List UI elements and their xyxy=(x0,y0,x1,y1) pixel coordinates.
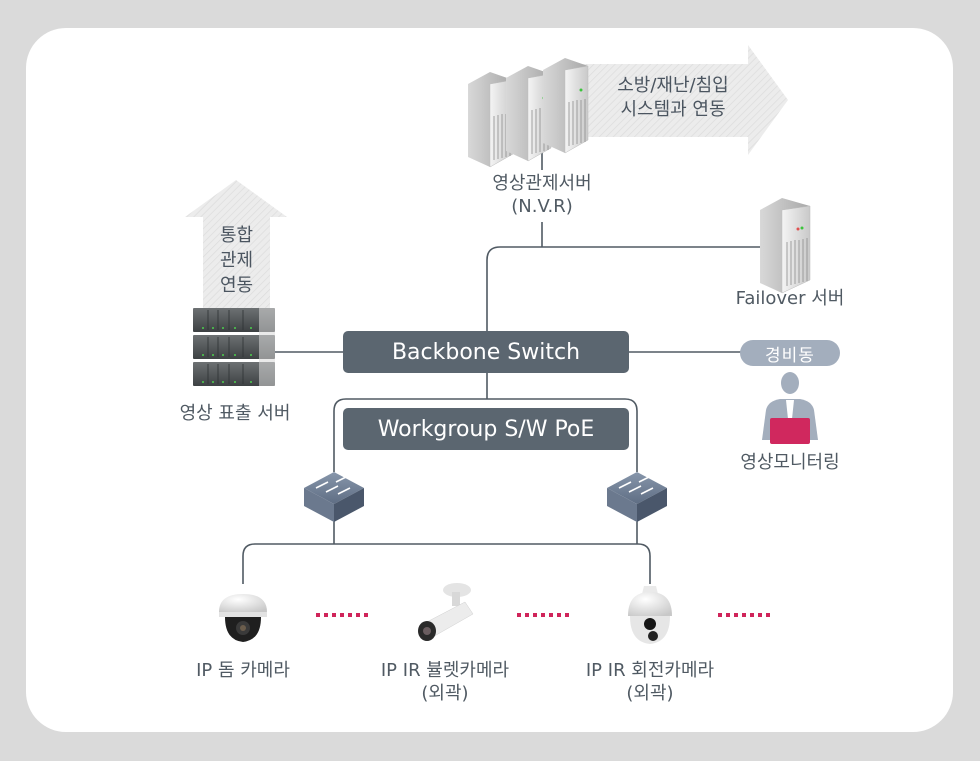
integration-arrow-up xyxy=(185,180,287,312)
backbone-switch[interactable]: Backbone Switch xyxy=(343,331,629,373)
camera-label-ptz: IP IR 회전카메라 (외곽) xyxy=(565,659,735,705)
bullet-camera-icon xyxy=(418,583,474,641)
server-bus xyxy=(486,246,762,352)
top-arrow-line-1: 소방/재난/침입 xyxy=(617,75,729,96)
workgroup-switch-label: Workgroup S/W PoE xyxy=(377,416,595,442)
camera-separators xyxy=(316,613,770,617)
guard-house-badge: 경비동 xyxy=(740,340,840,366)
poe-switch-right-icon xyxy=(607,472,667,522)
separator-dots-2 xyxy=(517,613,569,617)
nvr-server-icon xyxy=(468,58,589,168)
nvr-label: 영상관제서버 xyxy=(492,173,592,194)
display-server-label: 영상 표출 서버 xyxy=(179,403,291,424)
ptz-camera-label: IP IR 회전카메라 xyxy=(585,660,715,681)
workgroup-loop xyxy=(333,398,638,472)
dome-camera-icon xyxy=(219,594,267,642)
camera-label-dome: IP 돔 카메라 xyxy=(163,659,323,682)
up-arrow-text: 통합 관제 연동 xyxy=(203,223,270,298)
bullet-camera-label: IP IR 뷸렛카메라 xyxy=(380,660,510,681)
separator-dots-3 xyxy=(718,613,770,617)
poe-switch-left-icon xyxy=(304,472,364,522)
up-arrow-line-2: 관제 xyxy=(219,250,254,271)
camera-bus xyxy=(242,543,651,584)
up-arrow-line-3: 연동 xyxy=(219,275,254,296)
ptz-camera-sublabel: (외곽) xyxy=(626,683,674,704)
separator-dots-1 xyxy=(316,613,368,617)
failover-label: Failover 서버 xyxy=(735,288,845,309)
backbone-switch-label: Backbone Switch xyxy=(391,339,581,365)
camera-label-bullet: IP IR 뷸렛카메라 (외곽) xyxy=(360,659,530,705)
guard-house-badge-text: 경비동 xyxy=(765,345,815,366)
top-arrow-text: 소방/재난/침입 시스템과 연동 xyxy=(598,74,748,122)
failover-server-icon xyxy=(760,198,811,294)
dome-camera-label: IP 돔 카메라 xyxy=(196,660,290,681)
bullet-camera-sublabel: (외곽) xyxy=(421,683,469,704)
integration-arrow-right xyxy=(580,45,788,155)
nvr-label-group: 영상관제서버 (N.V.R) xyxy=(462,172,622,218)
display-server-icon xyxy=(193,308,275,386)
workgroup-poe-switch[interactable]: Workgroup S/W PoE xyxy=(343,408,629,450)
ptz-camera-icon xyxy=(628,586,672,644)
monitoring-label: 영상모니터링 xyxy=(740,452,840,473)
nvr-sublabel: (N.V.R) xyxy=(511,196,573,217)
top-arrow-line-2: 시스템과 연동 xyxy=(620,99,726,120)
operator-monitoring-icon xyxy=(762,372,818,444)
up-arrow-line-1: 통합 xyxy=(219,225,254,246)
